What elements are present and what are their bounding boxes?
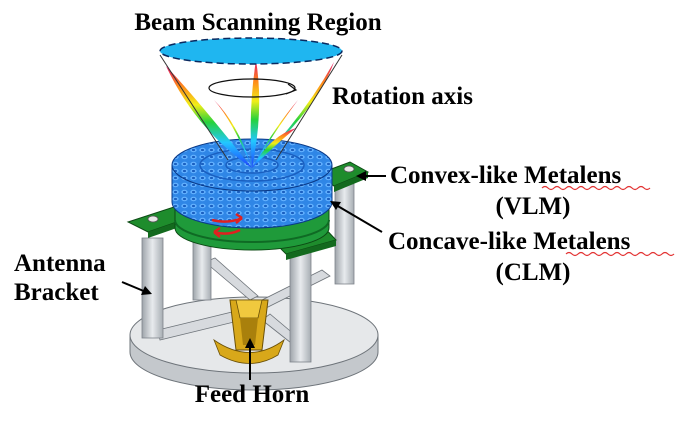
rotation-arrows-red — [211, 212, 243, 238]
label-rotation-axis: Rotation axis — [332, 83, 473, 110]
label-vlm-line1: Convex-like Metalens — [390, 162, 621, 189]
radiation-pattern-lobes — [166, 60, 334, 168]
label-antenna-line1: Antenna — [14, 250, 106, 277]
label-feed-horn: Feed Horn — [195, 381, 310, 408]
label-antenna-line2: Bracket — [14, 279, 99, 306]
leader-arrows — [121, 171, 386, 380]
rotation-axis-indicator — [208, 78, 298, 98]
beam-scanning-region — [159, 37, 343, 161]
label-clm-line1: Concave-like Metalens — [388, 228, 631, 255]
label-beam-scanning-region: Beam Scanning Region — [134, 9, 381, 36]
spellcheck-underlines — [541, 185, 675, 257]
antenna-bracket-posts-front — [141, 237, 312, 363]
label-vlm-line2: (VLM) — [496, 193, 571, 220]
convex-like-metalens — [171, 138, 333, 229]
feed-horn — [213, 299, 285, 364]
label-clm-line2: (CLM) — [496, 259, 571, 286]
